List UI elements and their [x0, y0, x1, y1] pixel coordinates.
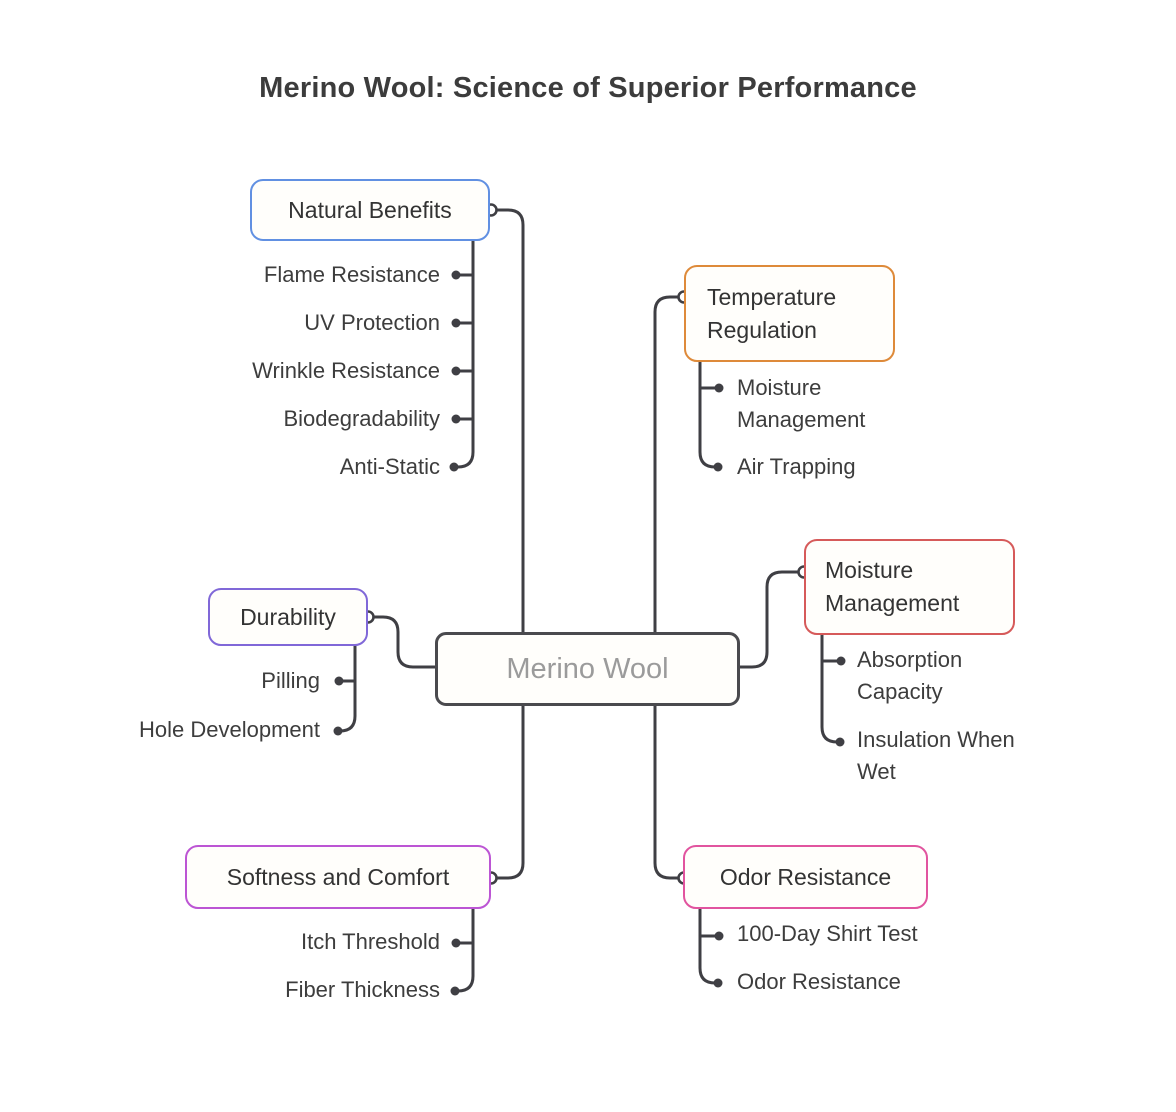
bullet-dot [451, 318, 461, 328]
leaf-itch-threshold: Itch Threshold [300, 929, 440, 954]
bullet-dot [713, 978, 723, 988]
bullet-dot [451, 366, 461, 376]
connector-natural-benefits-to-center [495, 208, 525, 634]
leaf-absorption-capacity: Absorption Capacity [857, 647, 963, 704]
node-odor-resistance: Odor Resistance [683, 845, 928, 909]
trunk-odor [698, 906, 717, 985]
bullet-dot [714, 383, 724, 393]
bullet-dot [333, 726, 343, 736]
diagram-title: Merino Wool: Science of Superior Perform… [259, 72, 917, 104]
trunk-natural-benefits [456, 239, 475, 469]
bullet-dot [835, 737, 845, 747]
connector-moisture-management-to-center [738, 570, 800, 669]
leaf-moisture-management: Moisture Management [737, 375, 866, 432]
leaf-insulation-when-wet: Insulation When Wet [857, 727, 1015, 784]
connector-center-to-softness [495, 704, 525, 880]
trunk-durability [338, 643, 357, 733]
leaf-100-day-shirt-test: 100-Day Shirt Test [737, 921, 918, 946]
node-durability: Durability [208, 588, 368, 646]
trunk-temperature-regulation [698, 360, 717, 469]
bullet-dot [836, 656, 846, 666]
leaf-flame-resistance: Flame Resistance [263, 262, 440, 287]
bullet-dot [451, 414, 461, 424]
connector-temperature-regulation-to-center [653, 295, 680, 634]
node-softness-and-comfort: Softness and Comfort [185, 845, 491, 909]
leaf-pilling: Pilling [261, 668, 320, 693]
node-merino-wool-center: Merino Wool [435, 632, 740, 706]
node-temperature-regulation: Temperature Regulation [684, 265, 895, 362]
leaf-air-trapping: Air Trapping [737, 454, 856, 479]
trunk-moisture-management [820, 633, 839, 744]
bullet-dot [450, 986, 460, 996]
bullet-dot [451, 938, 461, 948]
node-natural-benefits: Natural Benefits [250, 179, 490, 241]
bullet-dot [334, 676, 344, 686]
node-moisture-management: Moisture Management [804, 539, 1015, 635]
leaf-anti-static: Anti-Static [339, 454, 440, 479]
leaf-odor-resistance: Odor Resistance [737, 969, 901, 994]
connector-center-to-odor [653, 704, 680, 880]
bullet-dot [714, 931, 724, 941]
connector-durability-to-center [371, 615, 437, 669]
bullet-dot [713, 462, 723, 472]
trunk-softness [456, 906, 475, 993]
leaf-uv-protection: UV Protection [304, 310, 440, 335]
bullet-dot [449, 462, 459, 472]
leaf-wrinkle-resistance: Wrinkle Resistance [252, 358, 440, 383]
leaf-fiber-thickness: Fiber Thickness [285, 977, 440, 1002]
bullet-dot [451, 270, 461, 280]
leaf-biodegradability: Biodegradability [283, 406, 440, 431]
leaf-hole-development: Hole Development [139, 717, 320, 742]
